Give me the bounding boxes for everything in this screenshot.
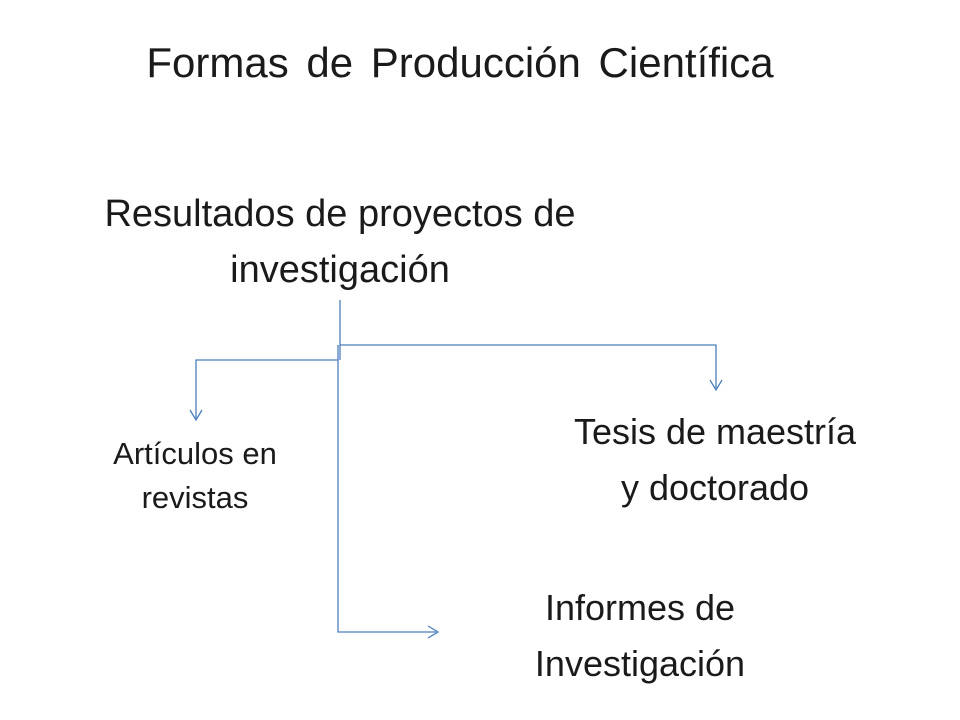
arrowhead-informes — [427, 625, 440, 639]
arrowhead-tesis — [709, 379, 723, 392]
node-informes-line-1: Informes de — [544, 587, 736, 628]
node-tesis-line-2: y doctorado — [620, 467, 810, 508]
root-node: Resultados de proyectos de investigación — [40, 186, 640, 298]
node-tesis-line-1: Tesis de maestría — [573, 411, 857, 452]
connector-to-informes — [337, 345, 436, 633]
slide-title: Formas de Producción Científica — [146, 39, 774, 86]
root-node-line-2: investigación — [230, 249, 450, 291]
connector-to-tesis — [340, 344, 717, 388]
node-informes-line-2: Investigación — [534, 643, 746, 684]
node-articulos-line-2: revistas — [141, 480, 249, 515]
root-node-line-1: Resultados de proyectos de — [104, 193, 576, 235]
node-articulos: Artículos en revistas — [60, 432, 330, 520]
node-informes: Informes de Investigación — [460, 580, 820, 692]
connector-to-articulos — [195, 359, 338, 418]
arrowhead-articulos — [189, 409, 203, 422]
node-tesis: Tesis de maestría y doctorado — [520, 404, 910, 516]
node-articulos-line-1: Artículos en — [113, 436, 277, 471]
